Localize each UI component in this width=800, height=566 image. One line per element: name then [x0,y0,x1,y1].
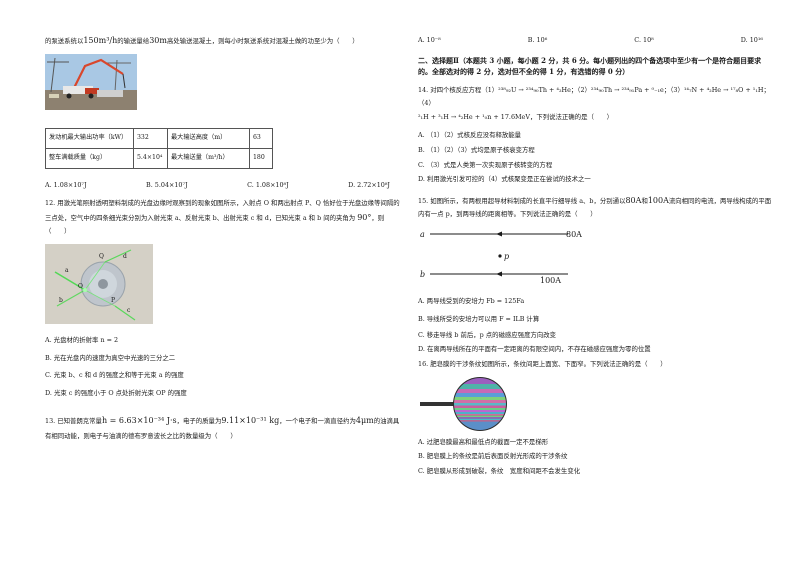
disc-label-q: Q [99,253,104,260]
q15-option-c[interactable]: C. 移走导线 b 前后，p 点的磁感应强度方向改变 [418,330,557,339]
spec-table: 发动机最大输出功率（kW） 332 最大输送高度（m） 63 整车满载质量（kg… [45,127,273,169]
q14-option-d[interactable]: D. 利用激光引发可控的（4）式核聚变是正在尝试的技术之一 [418,175,591,184]
q14-stem: 14. 对四个核反应方程（1）²³⁸₉₂U → ²³⁴₉₀Th + ⁴₂He；（… [418,86,770,121]
parallel-wires-diagram: a 80A p b 100A [418,227,598,291]
q16-option-c[interactable]: C. 肥皂膜从形成到破裂，条纹 宽度和间距不会发生变化 [418,466,581,475]
soap-film-figure [418,376,528,432]
q15-option-d[interactable]: D. 在离两导线所在的平面有一定距离的有限空间内，不存在磁感应强度为零的位置 [418,345,651,354]
right-column: A. 10⁻⁸ B. 10⁶ C. 10⁸ D. 10¹⁶ 二、选择题Ⅱ（本题共… [418,36,773,481]
wire-a-current: 80A [566,230,582,239]
q15-option-a[interactable]: A. 两导线受到的安培力 Fb = 125Fa [418,297,525,306]
left-column: 的泵送系统以150m³/h的输送量给30m高处输送混凝土，则每小时泵送系统对混凝… [45,36,400,450]
q11-option-a[interactable]: A. 1.08×10⁷J [45,180,87,189]
q13-options: A. 10⁻⁸ B. 10⁶ C. 10⁸ D. 10¹⁶ [418,36,773,45]
q16-option-a[interactable]: A. 过肥皂膜最高和最低点的截面一定不是梯形 [418,437,549,446]
q11-option-c[interactable]: C. 1.08×10⁸J [247,180,289,189]
q12-stem: 12. 用激光笔照射透明塑料制成的光盘边缘时观察到的现象如图所示，入射点 O 和… [45,199,400,235]
q15-option-b[interactable]: B. 导线所受的安培力可以用 F = ILB 计算 [418,314,540,323]
disc-label-o: O [78,283,83,290]
q15-stem: 15. 如图所示，有两根用超导材料制成的长直平行细导线 a、b，分别通以80A和… [418,195,772,219]
disc-label-d: d [123,253,127,260]
disc-label-p: P [111,297,115,304]
q12-option-c[interactable]: C. 光束 b、c 和 d 的强度之和等于光束 a 的强度 [45,371,184,380]
q13-option-b[interactable]: B. 10⁶ [527,36,548,44]
table-row: 整车满载质量（kg） 5.4×10⁴ 最大输送量（m³/h） 180 [45,147,273,169]
q16-stem: 16. 肥皂膜的干涉条纹如图所示，条纹间距上面宽、下面窄。下列说法正确的是（ ） [418,359,667,368]
pump-truck-photo [45,53,137,110]
q13-option-c[interactable]: C. 10⁸ [634,36,654,44]
point-p-label: p [504,252,509,261]
q12-option-d[interactable]: D. 光束 c 的强度小于 O 点处折射光束 OP 的强度 [45,388,187,397]
q12-option-b[interactable]: B. 光在光盘内的速度为真空中光速的三分之二 [45,353,176,362]
q13-stem: 13. 已知普朗克常量h = 6.63×10⁻³⁴ J·s，电子的质量为9.11… [45,415,400,441]
q14-option-c[interactable]: C. （3）式是人类第一次实现原子核转变的方程 [418,160,553,169]
table-row: 发动机最大输出功率（kW） 332 最大输送高度（m） 63 [45,127,273,149]
optical-disc-photo: Q d a O P b c [45,243,153,324]
q12-option-a[interactable]: A. 光盘材的折射率 n = 2 [45,335,119,344]
q13-option-a[interactable]: A. 10⁻⁸ [418,36,441,44]
q11-option-b[interactable]: B. 5.04×10⁷J [146,180,188,189]
wire-b-label: b [420,270,425,279]
q11-options: A. 1.08×10⁷J B. 5.04×10⁷J C. 1.08×10⁸J D… [45,181,400,190]
q13-option-d[interactable]: D. 10¹⁶ [740,36,763,44]
q11-stem: 的泵送系统以150m³/h的输送量给30m高处输送混凝土，则每小时泵送系统对混凝… [45,36,359,45]
q14-option-b[interactable]: B. （1）（2）（3）式均是原子核衰变方程 [418,146,535,155]
section-title: 二、选择题Ⅱ（本题共 3 小题，每小题 2 分，共 6 分。每小题列出的四个备选… [418,55,762,76]
disc-label-a: a [65,267,69,274]
q14-option-a[interactable]: A. （1）（2）式核反应没有释放能量 [418,131,522,140]
disc-label-c: c [127,307,131,314]
q11-option-d[interactable]: D. 2.72×10⁸J [348,180,390,189]
q16-option-b[interactable]: B. 肥皂膜上的条纹是前后表面反射光形成的干涉条纹 [418,452,568,461]
wire-b-current: 100A [540,276,561,285]
wire-a-label: a [420,230,425,239]
disc-label-b: b [59,297,63,304]
